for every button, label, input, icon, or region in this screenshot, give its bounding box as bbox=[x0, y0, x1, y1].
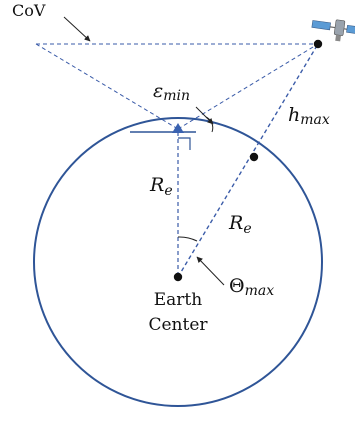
earth-center-dot bbox=[173, 272, 183, 282]
theta-arc bbox=[177, 236, 198, 242]
epsilon-min-label: εmin bbox=[153, 80, 190, 104]
re-slant-label: Re bbox=[228, 212, 252, 237]
earth-center-label-line2: Center bbox=[148, 315, 208, 335]
earth-center-label-line1: Earth bbox=[154, 290, 203, 310]
elevation-arc bbox=[205, 116, 214, 133]
cov-arrow bbox=[63, 16, 91, 42]
h-max-label: hmax bbox=[288, 104, 330, 128]
radius-slant bbox=[177, 43, 319, 278]
satellite-dot bbox=[313, 39, 323, 49]
coverage-triangle bbox=[35, 43, 319, 130]
re-vertical-label: Re bbox=[149, 174, 173, 199]
epsilon-arrow bbox=[195, 106, 214, 125]
right-angle-marker bbox=[178, 137, 191, 150]
triangle-marker-icon bbox=[172, 123, 184, 133]
earth-circle bbox=[33, 117, 323, 407]
theta-max-label: Θmax bbox=[229, 275, 274, 299]
theta-arrow bbox=[196, 256, 225, 286]
cov-label: CoV bbox=[12, 1, 46, 20]
satellite-icon bbox=[311, 19, 355, 42]
intersection-dot bbox=[249, 152, 259, 162]
